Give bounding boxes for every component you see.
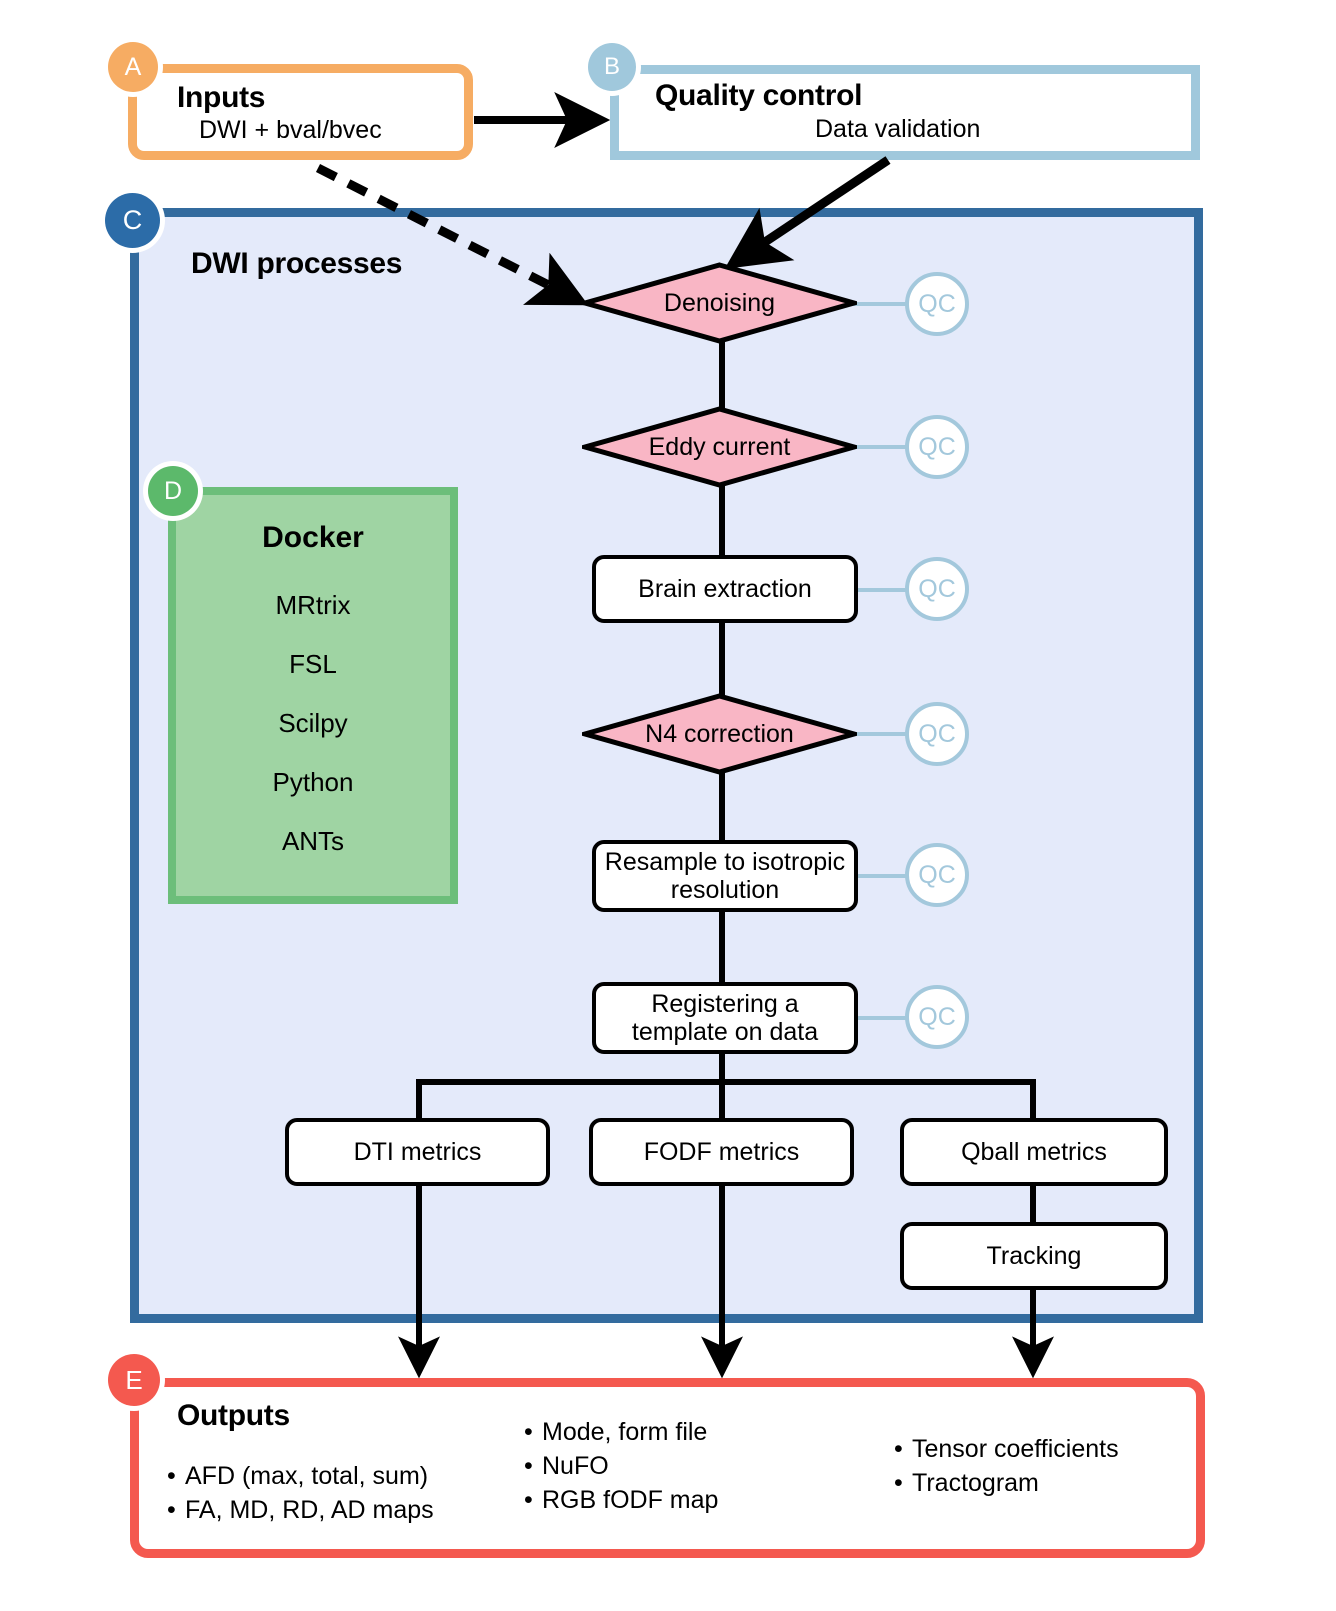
connector-brain-n4 (719, 620, 725, 708)
node-resample-isotropic[interactable]: Resample to isotropic resolution (592, 840, 858, 912)
qc-link-brain (848, 588, 910, 592)
node-fodf-metrics-label: FODF metrics (643, 1138, 800, 1166)
qc-link-register (848, 1016, 910, 1020)
section-badge-a: A (108, 42, 158, 92)
panel-quality-control-subtitle: Data validation (815, 115, 981, 143)
connector-n4-resample (719, 760, 725, 842)
outputs-item-label: AFD (max, total, sum) (185, 1462, 429, 1490)
node-dti-metrics-label: DTI metrics (353, 1138, 482, 1166)
outputs-column-2: •Mode, form file •NuFO •RGB fODF map (524, 1415, 718, 1517)
node-resample-isotropic-label: Resample to isotropic resolution (604, 848, 846, 904)
docker-item-1: FSL (289, 649, 337, 679)
qc-link-denoising (848, 302, 910, 306)
qc-badge-n4-correction[interactable]: QC (905, 702, 969, 766)
node-qball-metrics[interactable]: Qball metrics (900, 1118, 1168, 1186)
docker-item-4: ANTs (281, 826, 345, 856)
outputs-item-label: RGB fODF map (542, 1486, 719, 1514)
qc-badge-registering-template[interactable]: QC (905, 985, 969, 1049)
section-badge-e: E (108, 1354, 160, 1406)
node-registering-template-label: Registering a template on data (631, 990, 819, 1046)
docker-item-0: MRtrix (275, 590, 351, 620)
connector-split-bus (416, 1079, 1036, 1085)
section-badge-b: B (588, 43, 636, 91)
connector-resample-register (719, 908, 725, 982)
qc-link-resample (848, 874, 910, 878)
outputs-item: •Mode, form file (524, 1418, 708, 1446)
outputs-item: •FA, MD, RD, AD maps (167, 1496, 434, 1524)
node-eddy-current[interactable]: Eddy current (582, 406, 857, 488)
panel-inputs-subtitle: DWI + bval/bvec (199, 116, 382, 144)
qc-badge-brain-extraction[interactable]: QC (905, 557, 969, 621)
connector-tracking-outputs (1030, 1288, 1036, 1356)
panel-outputs: Outputs •AFD (max, total, sum) •FA, MD, … (130, 1378, 1205, 1558)
outputs-item: •AFD (max, total, sum) (167, 1462, 429, 1490)
outputs-item: •NuFO (524, 1452, 609, 1480)
panel-docker: Docker MRtrix FSL Scilpy Python ANTs (168, 487, 458, 904)
section-badge-d: D (148, 466, 198, 516)
qc-badge-eddy-current[interactable]: QC (905, 415, 969, 479)
panel-quality-control-title: Quality control (655, 79, 863, 112)
qc-badge-resample-isotropic[interactable]: QC (905, 843, 969, 907)
outputs-item-label: Mode, form file (542, 1418, 708, 1446)
node-tracking[interactable]: Tracking (900, 1222, 1168, 1290)
outputs-item-label: Tensor coefficients (912, 1435, 1119, 1463)
outputs-item: •RGB fODF map (524, 1486, 719, 1514)
connector-fodf-outputs (719, 1183, 725, 1356)
node-eddy-current-label: Eddy current (648, 432, 791, 461)
outputs-column-3: •Tensor coefficients •Tractogram (894, 1432, 1119, 1500)
connector-denoising-eddy (719, 330, 725, 422)
qc-link-eddy (848, 445, 910, 449)
connector-eddy-brain (719, 473, 725, 555)
node-tracking-label: Tracking (986, 1242, 1082, 1270)
node-qball-metrics-label: Qball metrics (961, 1138, 1107, 1166)
panel-dwi-processes-title: DWI processes (191, 247, 403, 280)
qc-link-n4 (848, 732, 910, 736)
connector-bus-dti (416, 1079, 422, 1121)
section-badge-c: C (105, 193, 160, 248)
node-n4-correction-label: N4 correction (645, 719, 794, 748)
panel-docker-title: Docker (262, 521, 364, 554)
qc-badge-denoising[interactable]: QC (905, 272, 969, 336)
node-fodf-metrics[interactable]: FODF metrics (589, 1118, 854, 1186)
outputs-item: •Tensor coefficients (894, 1435, 1119, 1463)
outputs-item-label: FA, MD, RD, AD maps (185, 1496, 434, 1524)
node-n4-correction[interactable]: N4 correction (582, 693, 857, 775)
connector-bus-fodf (719, 1079, 725, 1121)
outputs-item-label: Tractogram (912, 1469, 1039, 1497)
connector-bus-qball (1030, 1079, 1036, 1121)
connector-dti-outputs (416, 1183, 422, 1356)
outputs-item-label: NuFO (542, 1452, 609, 1480)
connector-register-split (719, 1050, 725, 1082)
node-brain-extraction[interactable]: Brain extraction (592, 555, 858, 623)
panel-inputs: Inputs DWI + bval/bvec (128, 64, 473, 160)
node-registering-template[interactable]: Registering a template on data (592, 982, 858, 1054)
panel-quality-control: Quality control Data validation (610, 65, 1200, 160)
panel-outputs-title: Outputs (177, 1399, 290, 1432)
node-denoising-label: Denoising (663, 288, 776, 317)
docker-item-2: Scilpy (278, 708, 348, 738)
node-denoising[interactable]: Denoising (582, 262, 857, 344)
panel-inputs-title: Inputs (177, 81, 266, 114)
outputs-column-1: •AFD (max, total, sum) •FA, MD, RD, AD m… (167, 1459, 434, 1527)
outputs-item: •Tractogram (894, 1469, 1039, 1497)
connector-qball-tracking (1030, 1183, 1036, 1225)
docker-item-3: Python (272, 767, 354, 797)
node-brain-extraction-label: Brain extraction (638, 575, 812, 603)
node-dti-metrics[interactable]: DTI metrics (285, 1118, 550, 1186)
